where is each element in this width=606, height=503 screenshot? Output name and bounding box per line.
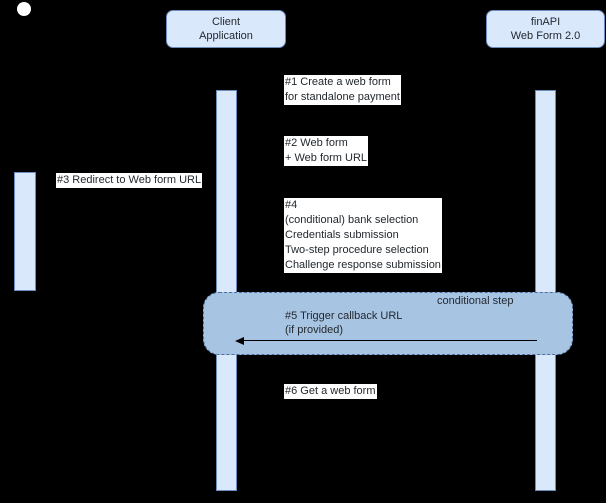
activation-bar-finapi-web-form <box>535 90 556 491</box>
callback-arrow-line <box>243 340 537 341</box>
lifeline-finapi-web-form[interactable]: finAPI Web Form 2.0 <box>486 10 605 48</box>
activation-bar-actor <box>14 172 36 291</box>
message-label-4-line-5: Challenge response submission <box>285 259 441 271</box>
message-label-4-line-1: #4 <box>285 199 298 211</box>
conditional-step-message-line-2: (if provided) <box>285 324 344 336</box>
message-label-3: #3 Redirect to Web form URL <box>56 173 203 188</box>
message-label-4-line-3: Credentials submission <box>285 229 399 241</box>
user-actor-icon <box>17 2 31 16</box>
lifeline-client-application-line2: Application <box>199 30 253 42</box>
message-label-4-line-2: (conditional) bank selection <box>285 214 419 226</box>
message-label-6: #6 Get a web form <box>284 384 377 399</box>
conditional-step-message-line-1: #5 Trigger callback URL <box>285 310 403 322</box>
conditional-step-message: #5 Trigger callback URL (if provided) <box>285 309 402 337</box>
conditional-step-band <box>203 292 573 355</box>
lifeline-client-application-line1: Client <box>211 16 241 28</box>
message-label-2-line-1: #2 Web form <box>285 137 348 149</box>
message-label-4-line-4: Two-step procedure selection <box>285 244 429 256</box>
activation-bar-client-application <box>216 90 237 491</box>
message-label-3-line-1: #3 Redirect to Web form URL <box>57 174 202 186</box>
message-label-6-line-1: #6 Get a web form <box>285 385 376 397</box>
conditional-step-title: conditional step <box>437 295 514 307</box>
message-label-2: #2 Web form + Web form URL <box>284 136 369 166</box>
message-label-4: #4 (conditional) bank selection Credenti… <box>284 198 442 273</box>
message-label-1: #1 Create a web form for standalone paym… <box>284 75 401 105</box>
message-label-1-line-1: #1 Create a web form <box>285 76 391 88</box>
lifeline-finapi-web-form-line1: finAPI <box>530 16 561 28</box>
message-label-2-line-2: + Web form URL <box>285 152 368 164</box>
callback-arrow-head-icon <box>235 337 244 345</box>
message-label-1-line-2: for standalone payment <box>285 91 400 103</box>
lifeline-finapi-web-form-line2: Web Form 2.0 <box>510 30 581 42</box>
lifeline-client-application[interactable]: Client Application <box>166 10 286 48</box>
